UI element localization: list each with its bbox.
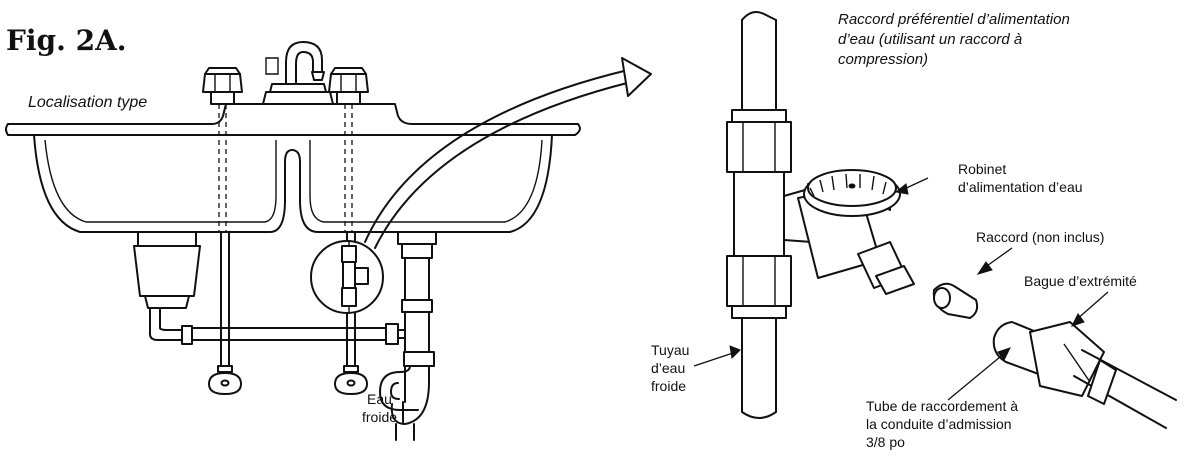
- fitting-label: Raccord (non inclus): [976, 229, 1105, 245]
- detail-drawing: [693, 11, 1177, 429]
- location-label: Localisation type: [28, 94, 148, 111]
- detail-heading: Raccord préférentiel d’alimentation d’ea…: [838, 11, 1070, 68]
- ferrule-label: Bague d’extrémité: [1024, 273, 1137, 289]
- valve-label: Robinet d’alimentation d’eau: [958, 161, 1083, 195]
- sink-drawing: [5, 41, 652, 441]
- cold-water-label: Eau froide: [362, 391, 398, 425]
- tube-label: Tube de raccordement à la conduite d’adm…: [866, 398, 1019, 450]
- figure-title: Fig. 2A.: [6, 24, 127, 57]
- cold-pipe-label: Tuyau d’eau froide: [651, 342, 690, 394]
